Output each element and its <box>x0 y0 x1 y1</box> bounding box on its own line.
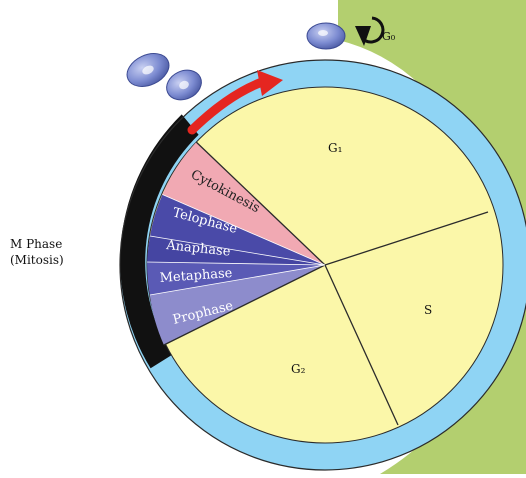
cell-icon <box>126 53 170 87</box>
wedge-telophase <box>150 194 325 265</box>
cell-icon <box>166 69 202 101</box>
label-g1: G₁ <box>328 141 342 155</box>
outer-ring-outline <box>119 59 526 471</box>
green-background <box>338 0 526 474</box>
label-anaphase: Anaphase <box>165 238 232 260</box>
wedge-prophase <box>149 265 325 345</box>
label-m-phase: M Phase <box>10 237 62 251</box>
label-s: S <box>424 303 432 317</box>
label-metaphase: Metaphase <box>159 266 233 286</box>
label-g0: G₀ <box>382 30 396 43</box>
label-mitosis: (Mitosis) <box>10 253 64 267</box>
wedge-metaphase <box>147 262 325 295</box>
red-arrow-icon <box>187 70 283 135</box>
cell-icon <box>306 22 346 50</box>
phase-dividers <box>147 141 489 426</box>
label-g2: G₂ <box>291 362 306 376</box>
g0-loop-arrow-icon <box>355 16 385 46</box>
wedge-cytokinesis <box>162 142 325 265</box>
